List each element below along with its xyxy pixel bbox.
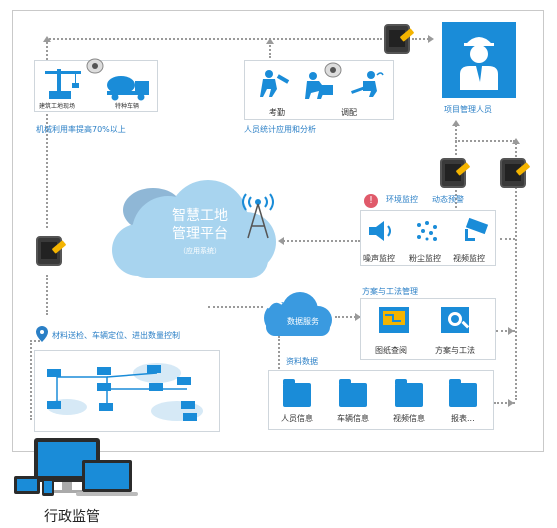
data-title: 资料数据 xyxy=(286,357,318,366)
person-info-label: 人员信息 xyxy=(281,414,313,423)
arrow-right xyxy=(355,313,361,321)
noise-monitor-label: 噪声监控 xyxy=(363,254,395,263)
connector xyxy=(280,240,360,242)
cctv-camera-icon xyxy=(465,217,489,241)
special-vehicle-label: 特种车辆 xyxy=(115,103,140,110)
connector xyxy=(455,140,515,142)
document-search-icon xyxy=(441,307,470,333)
dust-icon xyxy=(417,221,437,241)
arrow-right xyxy=(508,399,514,407)
connector xyxy=(500,238,515,240)
report-folder-icon xyxy=(449,379,477,407)
people-caption: 人员统计应用和分析 xyxy=(244,125,316,134)
vehicle-info-label: 车辆信息 xyxy=(337,414,369,423)
construction-site-label: 建筑工地现场 xyxy=(39,103,76,110)
arrow-up xyxy=(452,120,460,126)
video-info-label: 视频信息 xyxy=(393,414,425,423)
env-monitor-box: 噪声监控 粉尘监控 视频监控 xyxy=(360,210,496,266)
mobile-phone-icon xyxy=(440,158,471,188)
worker-attendance-icon xyxy=(260,70,290,97)
arrow-left xyxy=(278,237,284,245)
connector xyxy=(46,38,48,228)
platform-subtitle: （应用系统） xyxy=(179,247,221,255)
diagram-frame xyxy=(12,10,544,452)
scheme-title: 方案与工法管理 xyxy=(362,287,418,296)
connector xyxy=(412,38,432,40)
platform-cloud xyxy=(112,180,276,278)
devices-icon xyxy=(14,438,138,496)
connector xyxy=(515,140,517,400)
connector xyxy=(278,336,280,384)
connector xyxy=(494,402,515,404)
project-manager-avatar xyxy=(442,22,516,98)
mobile-phone-icon xyxy=(36,236,67,266)
report-label: 报表... xyxy=(451,414,475,423)
worker-shovel-icon xyxy=(351,71,384,97)
arrow-up xyxy=(266,38,274,44)
connector xyxy=(46,38,382,40)
data-records-box: 人员信息 车辆信息 视频信息 报表... xyxy=(268,370,494,430)
connector xyxy=(208,306,263,308)
cement-truck-icon xyxy=(107,76,149,101)
vehicle-map-illustration xyxy=(47,363,203,421)
blueprint-icon xyxy=(379,307,409,333)
arrow-right xyxy=(428,35,434,43)
vehicle-tracking-box xyxy=(34,350,220,432)
material-caption: 材料送检、车辆定位、进出数量控制 xyxy=(52,331,180,340)
admin-label: 行政监管 xyxy=(44,509,100,525)
mobile-phone-icon xyxy=(500,158,531,188)
location-pin-icon xyxy=(36,326,48,342)
scheme-box: 图纸查阅 方案与工法 xyxy=(360,298,496,360)
worker-lifting-icon xyxy=(305,72,333,99)
tower-crane-icon xyxy=(45,69,81,99)
camera-icon xyxy=(86,58,104,74)
person-folder-icon xyxy=(283,379,311,407)
vehicle-folder-icon xyxy=(339,379,367,407)
personnel-box: 考勤 调配 xyxy=(244,60,394,120)
arrow-up xyxy=(512,138,520,144)
machine-caption: 机械利用率提高70%以上 xyxy=(36,125,126,134)
video-monitor-label: 视频监控 xyxy=(453,254,485,263)
dynamic-alert-title: 动态预警 xyxy=(432,195,464,204)
connector xyxy=(30,340,40,342)
dispatch-label: 调配 xyxy=(341,108,357,117)
alert-icon: ! xyxy=(364,194,378,208)
drawing-query-label: 图纸查阅 xyxy=(375,346,407,355)
signal-tower-icon xyxy=(242,193,274,239)
mobile-phone-icon xyxy=(384,24,415,54)
platform-title-line2: 管理平台 xyxy=(172,226,228,242)
arrow-right xyxy=(508,327,514,335)
video-folder-icon xyxy=(395,379,423,407)
connector xyxy=(30,340,32,420)
connector xyxy=(335,316,360,318)
manager-icon xyxy=(460,37,498,90)
attendance-label: 考勤 xyxy=(269,108,285,117)
connector xyxy=(46,275,48,315)
dust-monitor-label: 粉尘监控 xyxy=(409,254,441,263)
arrow-up xyxy=(43,36,51,42)
connector xyxy=(496,330,515,332)
speaker-icon xyxy=(369,221,391,241)
camera-icon xyxy=(324,62,342,78)
scheme-method-label: 方案与工法 xyxy=(435,346,475,355)
machinery-box: 建筑工地现场 特种车辆 xyxy=(34,60,158,112)
data-service-cloud xyxy=(264,292,332,336)
env-monitor-title: 环境监控 xyxy=(386,195,418,204)
platform-title-line1: 智慧工地 xyxy=(172,208,228,224)
data-service-label: 数据服务 xyxy=(287,317,319,326)
connector xyxy=(269,38,271,58)
project-manager-label: 项目管理人员 xyxy=(444,105,492,114)
